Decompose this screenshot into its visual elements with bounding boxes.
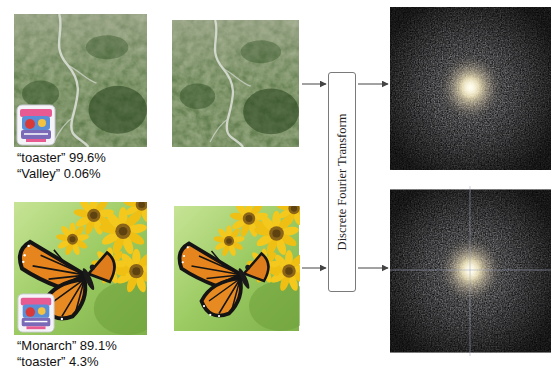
butterfly-photo-crop <box>174 191 312 331</box>
adversarial-patch <box>18 294 54 332</box>
arrow <box>302 268 326 269</box>
caption-text: “Monarch” 89.1% <box>17 338 117 354</box>
arrow <box>302 84 326 85</box>
process-box: Discrete Fourier Transform <box>328 72 356 292</box>
adversarial-patch <box>17 105 55 145</box>
arrow <box>358 268 388 269</box>
arrow <box>358 84 388 85</box>
valley-photo <box>14 14 147 147</box>
valley-photo-crop <box>172 20 299 147</box>
fourier-spectrum <box>390 186 551 356</box>
butterfly-photo <box>14 186 161 335</box>
caption-text: “toaster” 4.3% <box>17 354 99 370</box>
fourier-spectrum <box>390 7 551 170</box>
caption-text: “Valley” 0.06% <box>17 166 101 182</box>
box-label: Discrete Fourier Transform <box>335 114 349 251</box>
caption-text: “toaster” 99.6% <box>17 150 106 166</box>
